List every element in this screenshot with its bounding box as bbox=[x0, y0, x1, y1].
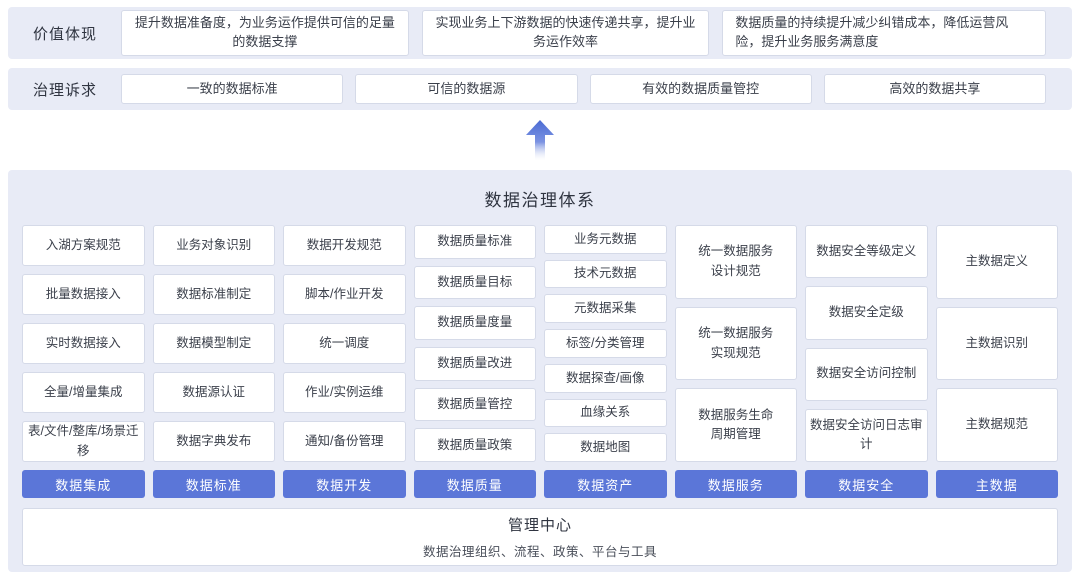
management-center: 管理中心 数据治理组织、流程、政策、平台与工具 bbox=[22, 508, 1058, 566]
management-subtitle: 数据治理组织、流程、政策、平台与工具 bbox=[422, 545, 657, 559]
value-box: 数据质量的持续提升减少纠错成本，降低运营风险，提升业务服务满意度 bbox=[722, 10, 1046, 56]
demand-box: 有效的数据质量管控 bbox=[589, 74, 812, 104]
domain-label: 主数据 bbox=[935, 470, 1058, 498]
domain-label: 数据标准 bbox=[152, 470, 275, 498]
governance-column-5: 业务元数据技术元数据元数据采集标签/分类管理数据探查/画像血缘关系数据地图数据资… bbox=[544, 225, 667, 498]
capability-box: 数据质量政策 bbox=[413, 428, 536, 463]
capability-box: 数据安全定级 bbox=[805, 286, 928, 340]
demand-box: 可信的数据源 bbox=[355, 74, 578, 104]
capability-box: 数据模型制定 bbox=[152, 323, 275, 364]
governance-column-1: 入湖方案规范批量数据接入实时数据接入全量/增量集成表/文件/整库/场景迁移数据集… bbox=[22, 225, 145, 498]
value-row-boxes: 提升数据准备度，为业务运作提供可信的足量的数据支撑实现业务上下游数据的快速传递共… bbox=[121, 10, 1046, 56]
capability-box: 统一调度 bbox=[283, 323, 406, 364]
capability-box: 统一数据服务实现规范 bbox=[674, 306, 797, 381]
capability-box: 业务元数据 bbox=[544, 225, 667, 254]
demand-box: 一致的数据标准 bbox=[121, 74, 344, 104]
governance-column-items: 主数据定义主数据识别主数据规范 bbox=[935, 225, 1058, 463]
domain-label: 数据服务 bbox=[674, 470, 797, 498]
capability-box: 脚本/作业开发 bbox=[283, 274, 406, 315]
capability-box: 数据安全等级定义 bbox=[805, 225, 928, 279]
capability-box: 数据质量标准 bbox=[413, 225, 536, 259]
domain-label: 数据资产 bbox=[544, 470, 667, 498]
governance-column-items: 业务元数据技术元数据元数据采集标签/分类管理数据探查/画像血缘关系数据地图 bbox=[544, 225, 667, 463]
capability-box: 主数据识别 bbox=[935, 306, 1058, 381]
demands-row-boxes: 一致的数据标准可信的数据源有效的数据质量管控高效的数据共享 bbox=[121, 74, 1046, 104]
governance-column-3: 数据开发规范脚本/作业开发统一调度作业/实例运维通知/备份管理数据开发 bbox=[283, 225, 406, 498]
capability-box: 批量数据接入 bbox=[22, 274, 145, 315]
governance-columns: 入湖方案规范批量数据接入实时数据接入全量/增量集成表/文件/整库/场景迁移数据集… bbox=[22, 225, 1058, 498]
demands-row: 治理诉求 一致的数据标准可信的数据源有效的数据质量管控高效的数据共享 bbox=[8, 68, 1072, 110]
value-box: 实现业务上下游数据的快速传递共享，提升业务运作效率 bbox=[421, 10, 710, 56]
capability-box: 数据安全访问控制 bbox=[805, 347, 928, 401]
data-governance-diagram: 价值体现 提升数据准备度，为业务运作提供可信的足量的数据支撑实现业务上下游数据的… bbox=[0, 7, 1080, 572]
capability-box: 入湖方案规范 bbox=[22, 225, 145, 266]
capability-box: 数据质量度量 bbox=[413, 306, 536, 341]
domain-label: 数据安全 bbox=[805, 470, 928, 498]
domain-label: 数据开发 bbox=[283, 470, 406, 498]
capability-box: 数据安全访问日志审计 bbox=[805, 408, 928, 462]
capability-box: 数据源认证 bbox=[152, 372, 275, 413]
governance-column-4: 数据质量标准数据质量目标数据质量度量数据质量改进数据质量管控数据质量政策数据质量 bbox=[413, 225, 536, 498]
capability-box: 主数据规范 bbox=[935, 388, 1058, 463]
capability-box: 数据质量管控 bbox=[413, 387, 536, 422]
domain-label: 数据质量 bbox=[413, 470, 536, 498]
governance-column-items: 数据质量标准数据质量目标数据质量度量数据质量改进数据质量管控数据质量政策 bbox=[413, 225, 536, 463]
capability-box: 数据开发规范 bbox=[283, 225, 406, 266]
capability-box: 元数据采集 bbox=[544, 294, 667, 324]
capability-box: 数据质量改进 bbox=[413, 347, 536, 381]
capability-box: 技术元数据 bbox=[544, 259, 667, 289]
capability-box: 作业/实例运维 bbox=[283, 372, 406, 413]
governance-panel: 数据治理体系 入湖方案规范批量数据接入实时数据接入全量/增量集成表/文件/整库/… bbox=[8, 170, 1072, 572]
capability-box: 数据探查/画像 bbox=[544, 363, 667, 393]
governance-column-7: 数据安全等级定义数据安全定级数据安全访问控制数据安全访问日志审计数据安全 bbox=[805, 225, 928, 498]
capability-box: 血缘关系 bbox=[544, 398, 667, 428]
governance-column-items: 业务对象识别数据标准制定数据模型制定数据源认证数据字典发布 bbox=[152, 225, 275, 462]
demands-row-label: 治理诉求 bbox=[33, 81, 98, 99]
up-arrow-icon bbox=[526, 120, 554, 160]
capability-box: 主数据定义 bbox=[935, 225, 1058, 299]
capability-box: 数据质量目标 bbox=[413, 265, 536, 300]
capability-box: 统一数据服务设计规范 bbox=[674, 225, 797, 299]
domain-label: 数据集成 bbox=[22, 470, 145, 498]
panel-title: 数据治理体系 bbox=[484, 191, 596, 210]
capability-box: 全量/增量集成 bbox=[22, 372, 145, 413]
governance-column-8: 主数据定义主数据识别主数据规范主数据 bbox=[935, 225, 1058, 498]
capability-box: 数据标准制定 bbox=[152, 274, 275, 315]
demand-box: 高效的数据共享 bbox=[823, 74, 1046, 104]
governance-column-items: 数据开发规范脚本/作业开发统一调度作业/实例运维通知/备份管理 bbox=[283, 225, 406, 462]
value-box: 提升数据准备度，为业务运作提供可信的足量的数据支撑 bbox=[121, 10, 409, 56]
capability-box: 表/文件/整库/场景迁移 bbox=[22, 421, 145, 462]
capability-box: 实时数据接入 bbox=[22, 323, 145, 364]
management-title: 管理中心 bbox=[507, 517, 572, 534]
capability-box: 数据字典发布 bbox=[152, 421, 275, 462]
capability-box: 数据服务生命周期管理 bbox=[674, 388, 797, 463]
governance-column-items: 数据安全等级定义数据安全定级数据安全访问控制数据安全访问日志审计 bbox=[805, 225, 928, 462]
capability-box: 数据地图 bbox=[544, 433, 667, 463]
capability-box: 业务对象识别 bbox=[152, 225, 275, 266]
capability-box: 通知/备份管理 bbox=[283, 421, 406, 462]
governance-column-items: 统一数据服务设计规范统一数据服务实现规范数据服务生命周期管理 bbox=[674, 225, 797, 463]
governance-column-items: 入湖方案规范批量数据接入实时数据接入全量/增量集成表/文件/整库/场景迁移 bbox=[22, 225, 145, 462]
governance-column-6: 统一数据服务设计规范统一数据服务实现规范数据服务生命周期管理数据服务 bbox=[674, 225, 797, 498]
value-row: 价值体现 提升数据准备度，为业务运作提供可信的足量的数据支撑实现业务上下游数据的… bbox=[8, 7, 1072, 59]
capability-box: 标签/分类管理 bbox=[544, 329, 667, 358]
up-arrow-container bbox=[0, 110, 1080, 170]
value-row-label: 价值体现 bbox=[33, 25, 98, 43]
governance-column-2: 业务对象识别数据标准制定数据模型制定数据源认证数据字典发布数据标准 bbox=[152, 225, 275, 498]
